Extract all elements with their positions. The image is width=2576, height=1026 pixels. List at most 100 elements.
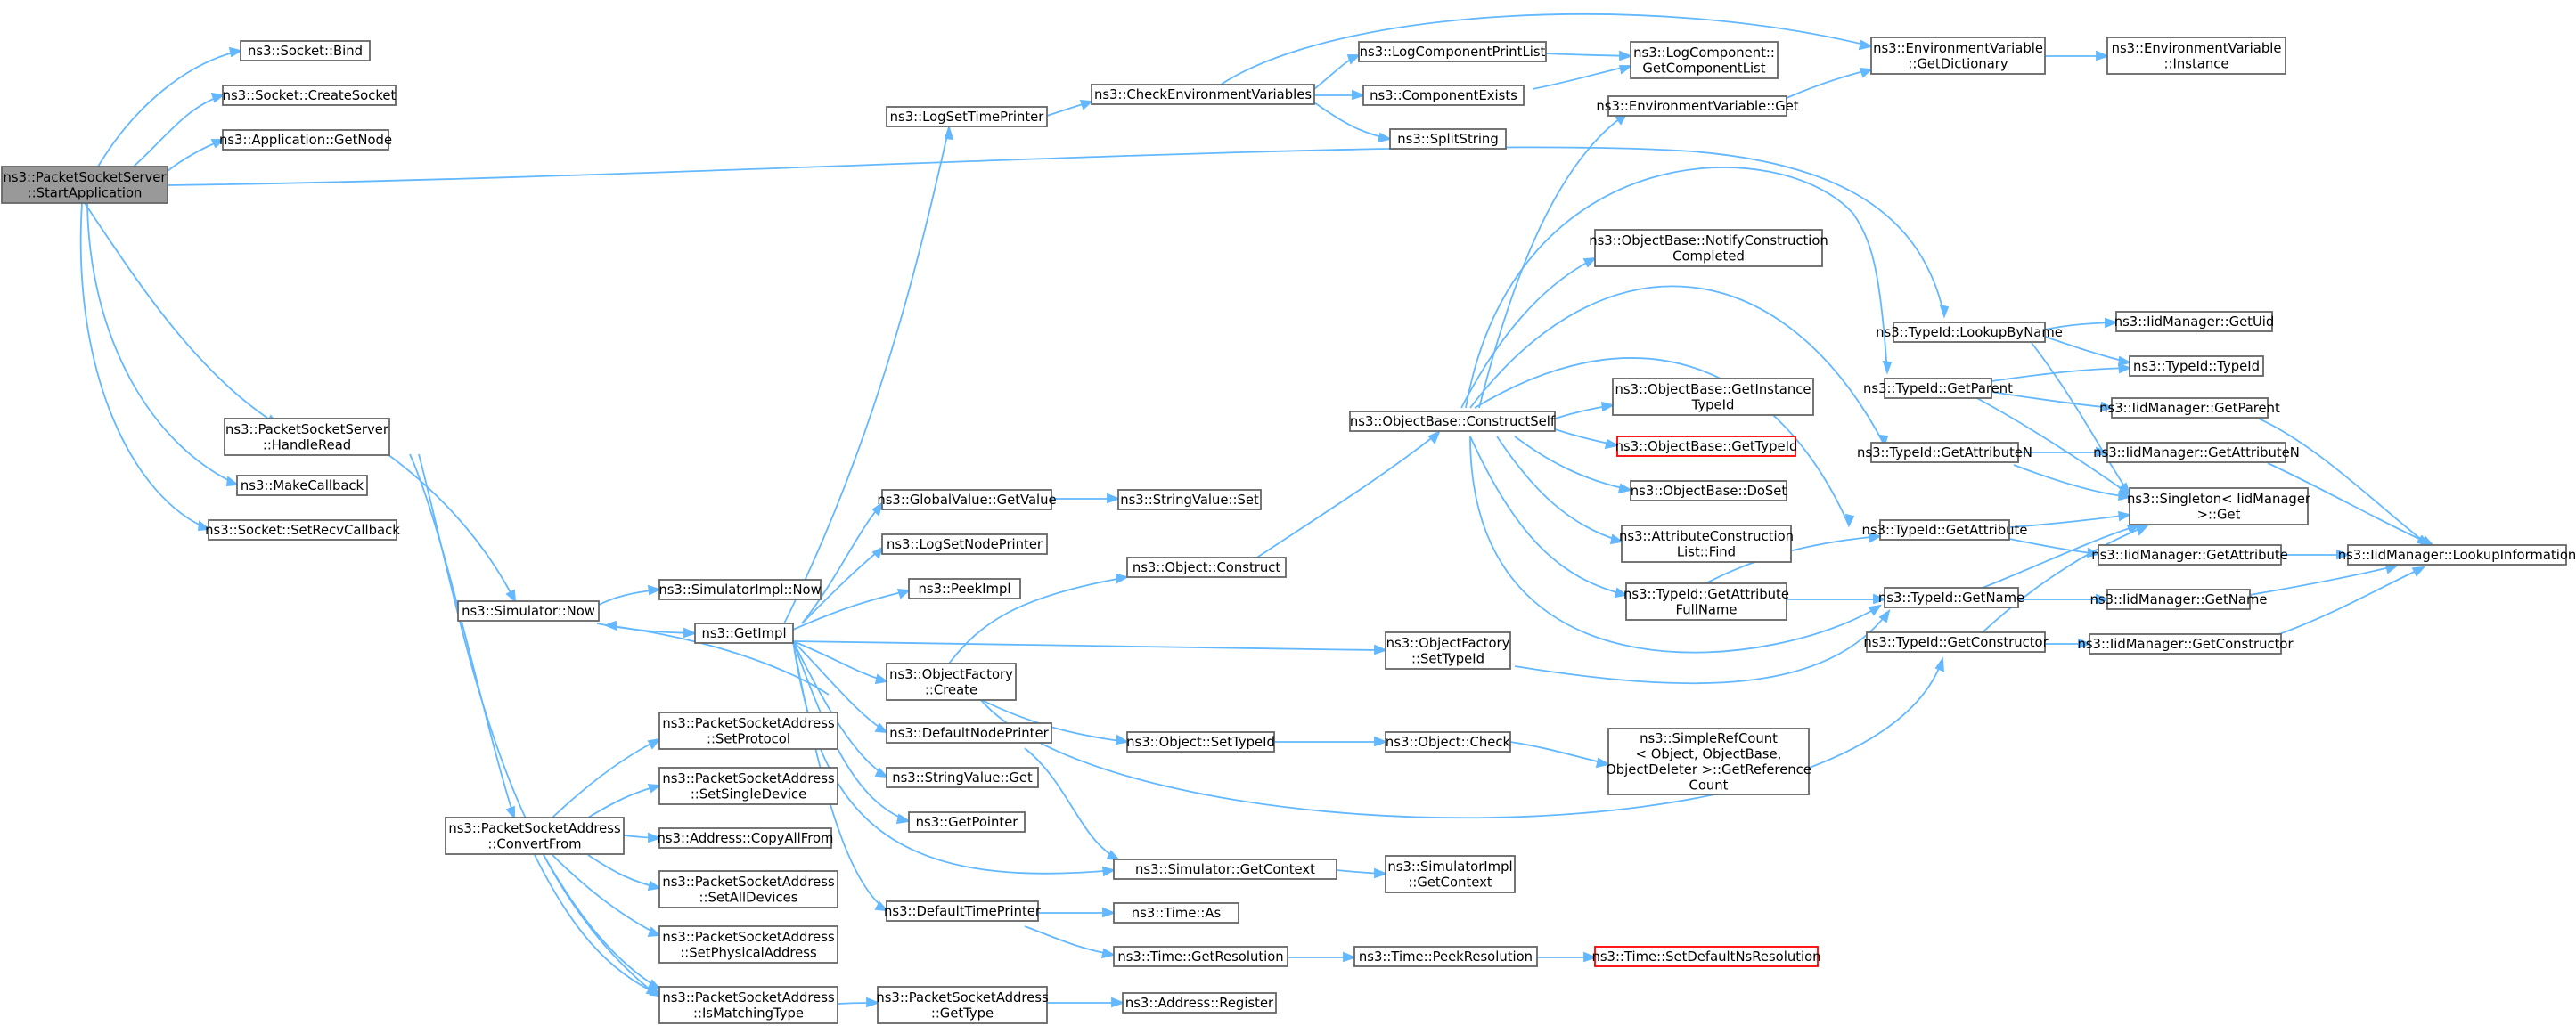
node-of-create[interactable]: ns3::ObjectFactory::Create — [886, 663, 1017, 701]
node-sim-now[interactable]: ns3::Simulator::Now — [457, 600, 600, 622]
node-obj-settypeid[interactable]: ns3::Object::SetTypeId — [1126, 731, 1275, 753]
node-addr-copyall[interactable]: ns3::Address::CopyAllFrom — [658, 827, 834, 849]
node-def-time-printer[interactable]: ns3::DefaultTimePrinter — [884, 900, 1042, 922]
node-simimpl-now[interactable]: ns3::SimulatorImpl::Now — [658, 579, 822, 600]
node-ob-notify[interactable]: ns3::ObjectBase::NotifyConstructionCompl… — [1589, 229, 1828, 267]
node-ob-doset[interactable]: ns3::ObjectBase::DoSet — [1630, 480, 1787, 501]
node-iid-getctor[interactable]: ns3::IidManager::GetConstructor — [2077, 633, 2294, 655]
node-time-as[interactable]: ns3::Time::As — [1113, 902, 1239, 924]
node-of-settypeid[interactable]: ns3::ObjectFactory::SetTypeId — [1385, 631, 1511, 670]
node-label: ns3::LogComponent:: — [1633, 45, 1775, 61]
node-time-peekres[interactable]: ns3::Time::PeekResolution — [1353, 946, 1538, 967]
node-sim-getcontext[interactable]: ns3::Simulator::GetContext — [1113, 859, 1337, 880]
node-obj-check[interactable]: ns3::Object::Check — [1385, 731, 1511, 753]
node-psa-setproto[interactable]: ns3::PacketSocketAddress::SetProtocol — [658, 712, 838, 750]
node-gv-getvalue[interactable]: ns3::GlobalValue::GetValue — [877, 489, 1057, 510]
node-sock-create[interactable]: ns3::Socket::CreateSocket — [222, 85, 397, 106]
node-label: ns3::GetImpl — [701, 626, 786, 641]
node-label: ::Instance — [2164, 56, 2229, 71]
node-tid-getctor[interactable]: ns3::TypeId::GetConstructor — [1863, 631, 2049, 653]
node-start-app[interactable]: ns3::PacketSocketServer::StartApplicatio… — [1, 166, 168, 204]
node-log-complist[interactable]: ns3::LogComponentPrintList — [1358, 41, 1547, 62]
node-label: ns3::Time::PeekResolution — [1359, 949, 1533, 965]
node-box — [658, 827, 832, 849]
node-envvar-instance[interactable]: ns3::EnvironmentVariable::Instance — [2106, 37, 2286, 75]
node-addr-register[interactable]: ns3::Address::Register — [1122, 992, 1277, 1014]
node-tid-getparent[interactable]: ns3::TypeId::GetParent — [1863, 378, 2013, 399]
node-label: ns3::PeekImpl — [919, 582, 1011, 597]
node-tid-typeid[interactable]: ns3::TypeId::TypeId — [2129, 355, 2264, 377]
node-iid-getattrn[interactable]: ns3::IidManager::GetAttributeN — [2093, 442, 2300, 463]
node-log-setnode[interactable]: ns3::LogSetNodePrinter — [881, 533, 1048, 555]
node-iid-getattr[interactable]: ns3::IidManager::GetAttribute — [2091, 544, 2288, 566]
node-get-impl[interactable]: ns3::GetImpl — [694, 623, 794, 644]
node-label: ns3::TypeId::GetAttribute — [1862, 523, 2028, 538]
node-tid-getname[interactable]: ns3::TypeId::GetName — [1878, 587, 2024, 608]
node-sock-bind[interactable]: ns3::Socket::Bind — [240, 40, 371, 61]
node-sv-get[interactable]: ns3::StringValue::Get — [886, 767, 1039, 788]
edge-getparent-typeid — [1991, 362, 2132, 382]
node-box — [658, 767, 838, 805]
edge-checkenv-getdict — [1220, 12, 1874, 86]
node-iid-getname[interactable]: ns3::IidManager::GetName — [2090, 589, 2268, 610]
node-split-string[interactable]: ns3::SplitString — [1389, 128, 1507, 150]
node-psa-ismatch[interactable]: ns3::PacketSocketAddress::IsMatchingType — [658, 986, 838, 1024]
node-box — [222, 129, 389, 151]
node-box — [1607, 95, 1787, 117]
node-ob-gettypeid[interactable]: ns3::ObjectBase::GetTypeId — [1615, 436, 1798, 457]
node-logcomp-getlist[interactable]: ns3::LogComponent::GetComponentList — [1630, 41, 1779, 79]
node-tid-lookup[interactable]: ns3::TypeId::LookupByName — [1876, 322, 2063, 343]
node-obj-construct[interactable]: ns3::Object::Construct — [1126, 557, 1287, 578]
node-box — [658, 870, 838, 908]
edge-handleread-simnow — [372, 443, 517, 604]
node-handle-read[interactable]: ns3::PacketSocketServer::HandleRead — [224, 418, 390, 456]
node-envvar-get[interactable]: ns3::EnvironmentVariable::Get — [1596, 95, 1799, 117]
node-singleton-get[interactable]: ns3::Singleton< IidManager>::Get — [2127, 487, 2311, 525]
node-iid-lookupinfo[interactable]: ns3::IidManager::LookupInformation — [2338, 544, 2576, 566]
node-label: ns3::Object::Construct — [1133, 560, 1281, 575]
node-psa-convert[interactable]: ns3::PacketSocketAddress::ConvertFrom — [445, 817, 625, 855]
edge-checkenv-logcomplist — [1313, 54, 1362, 90]
node-label: ns3::PacketSocketAddress — [662, 875, 834, 890]
node-box — [224, 418, 390, 456]
node-iid-getparent[interactable]: ns3::IidManager::GetParent — [2099, 397, 2280, 419]
edge-getattr-iidattr — [2008, 538, 2101, 558]
node-box — [658, 925, 838, 964]
node-tid-getattrn[interactable]: ns3::TypeId::GetAttributeN — [1857, 442, 2032, 463]
node-label: ns3::TypeId::GetConstructor — [1863, 635, 2049, 650]
node-box — [1630, 41, 1779, 79]
node-def-node-printer[interactable]: ns3::DefaultNodePrinter — [886, 722, 1052, 744]
node-box — [658, 712, 838, 750]
node-simplerefcount[interactable]: ns3::SimpleRefCount< Object, ObjectBase,… — [1606, 728, 1811, 795]
node-set-recv-cb[interactable]: ns3::Socket::SetRecvCallback — [205, 519, 400, 541]
node-iid-getuid[interactable]: ns3::IidManager::GetUid — [2114, 311, 2275, 332]
node-psa-setsingle[interactable]: ns3::PacketSocketAddress::SetSingleDevic… — [658, 767, 838, 805]
node-log-settime[interactable]: ns3::LogSetTimePrinter — [886, 106, 1048, 127]
node-label: ::ConvertFrom — [487, 836, 581, 851]
node-get-pointer[interactable]: ns3::GetPointer — [908, 811, 1026, 833]
node-simimpl-getcontext[interactable]: ns3::SimulatorImpl::GetContext — [1385, 855, 1516, 893]
node-comp-exists[interactable]: ns3::ComponentExists — [1362, 85, 1525, 106]
node-make-cb[interactable]: ns3::MakeCallback — [236, 475, 368, 496]
edge-cs-gettypeid — [1554, 428, 1620, 450]
node-psa-setphys[interactable]: ns3::PacketSocketAddress::SetPhysicalAdd… — [658, 925, 838, 964]
node-sv-set[interactable]: ns3::StringValue::Set — [1117, 489, 1262, 510]
node-check-env[interactable]: ns3::CheckEnvironmentVariables — [1091, 84, 1315, 105]
edge-getattrn-singleton — [2013, 464, 2132, 501]
node-ob-constructself[interactable]: ns3::ObjectBase::ConstructSelf — [1349, 411, 1556, 432]
node-box — [1594, 946, 1819, 967]
node-psa-gettype[interactable]: ns3::PacketSocketAddress::GetType — [876, 986, 1049, 1024]
edge-cs-getname — [1469, 436, 1882, 654]
node-envvar-getdict[interactable]: ns3::EnvironmentVariable::GetDictionary — [1870, 37, 2046, 75]
node-app-getnode[interactable]: ns3::Application::GetNode — [219, 129, 392, 151]
node-psa-setall[interactable]: ns3::PacketSocketAddress::SetAllDevices — [658, 870, 838, 908]
node-time-setdefault[interactable]: ns3::Time::SetDefaultNsResolution — [1591, 946, 1821, 967]
node-peek-impl[interactable]: ns3::PeekImpl — [908, 578, 1021, 599]
edge-checkenv-compexists — [1314, 89, 1366, 101]
node-label: ns3::TypeId::GetAttribute — [1623, 587, 1789, 602]
node-time-getres[interactable]: ns3::Time::GetResolution — [1113, 946, 1288, 967]
node-tid-getattr[interactable]: ns3::TypeId::GetAttribute — [1862, 519, 2028, 541]
